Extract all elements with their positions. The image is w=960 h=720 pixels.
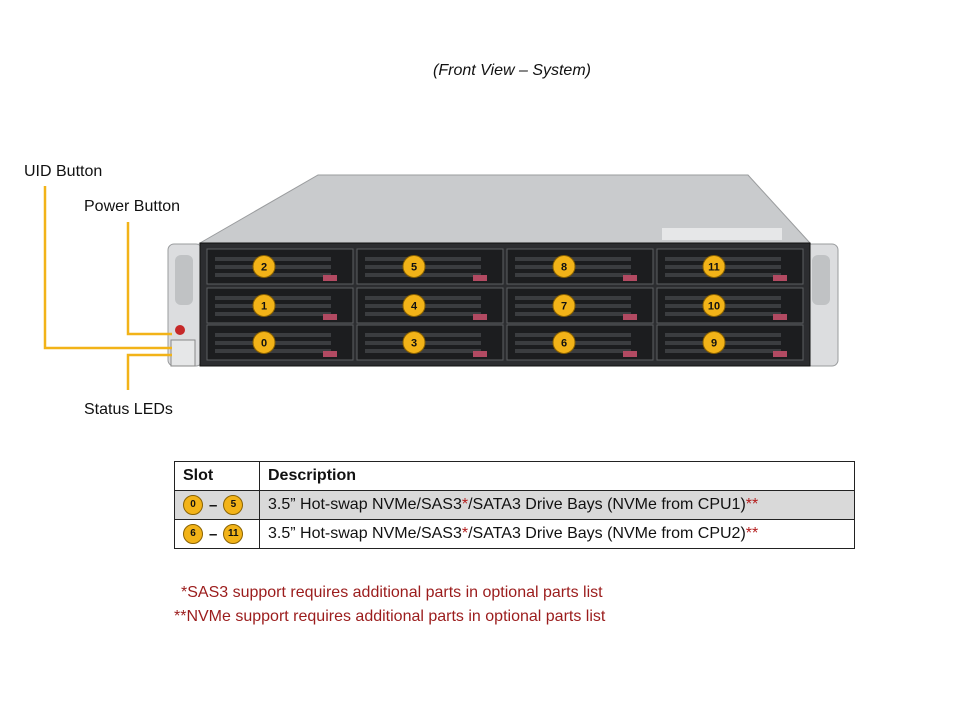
- drive-bay-number: 7: [561, 301, 567, 313]
- table-row: 0 – 5 3.5” Hot-swap NVMe/SAS3*/SATA3 Dri…: [174, 490, 855, 520]
- drive-bay-vent: [665, 333, 781, 337]
- power-button-icon: [175, 325, 185, 335]
- drive-bay-badge: [552, 331, 576, 354]
- drive-bay-number: 2: [261, 262, 267, 274]
- slot-badge: 0: [183, 495, 203, 515]
- drive-bay-latch: [623, 351, 637, 357]
- drive-bay-badge: [252, 294, 276, 317]
- drive-bay-vent: [365, 349, 481, 353]
- drive-bay-vent: [215, 273, 331, 277]
- drive-bay-badge: [702, 294, 726, 317]
- status-leds-label: Status LEDs: [84, 401, 173, 418]
- drive-bay-latch: [773, 351, 787, 357]
- drive-bay-vent: [365, 273, 481, 277]
- drive-bay-badge: [702, 255, 726, 278]
- footnote-nvme: **NVMe support requires additional parts…: [174, 608, 606, 625]
- drive-bay-vent: [665, 312, 781, 316]
- drive-bay-vent: [365, 296, 481, 300]
- drive-bay-latch: [323, 314, 337, 320]
- drive-bay-latch: [623, 275, 637, 281]
- power-callout-line: [126, 222, 172, 336]
- drive-bay-vent: [365, 333, 481, 337]
- drive-bay-number: 10: [708, 301, 720, 313]
- drive-bay-badge: [402, 255, 426, 278]
- drive-bay-number: 6: [561, 338, 567, 350]
- drive-bay-badge: [402, 294, 426, 317]
- slot-badge: 5: [223, 495, 244, 515]
- drive-bay-badge: [702, 331, 726, 354]
- drive-bay-latch: [323, 275, 337, 281]
- drive-bay-number: 0: [261, 338, 267, 350]
- drive-bay-vent: [665, 296, 781, 300]
- drive-bay-latch: [473, 351, 487, 357]
- drive-bay-vent: [515, 312, 631, 316]
- drive-bay-vent: [515, 257, 631, 261]
- drive-bay-number: 1: [261, 301, 267, 313]
- drive-bay-latch: [323, 351, 337, 357]
- drive-bay-number: 8: [561, 262, 567, 274]
- range-dash: –: [209, 496, 218, 514]
- description-header: Description: [259, 461, 855, 491]
- slot-range: 0 – 5: [183, 495, 251, 515]
- slot-table: Slot Description 0 – 5 3.5” Hot-swap NVM…: [174, 461, 855, 549]
- table-header-row: Slot Description: [174, 461, 855, 491]
- drive-bay-badge: [552, 255, 576, 278]
- drive-bay-badge: [252, 255, 276, 278]
- description-cell: 3.5” Hot-swap NVMe/SAS3*/SATA3 Drive Bay…: [259, 490, 855, 520]
- slot-badge: 6: [183, 524, 203, 544]
- drive-bay-latch: [473, 314, 487, 320]
- view-caption: (Front View – System): [433, 62, 591, 79]
- table-row: 6 – 11 3.5” Hot-swap NVMe/SAS3*/SATA3 Dr…: [174, 519, 855, 549]
- drive-bay-number: 3: [411, 338, 417, 350]
- drive-bay-vent: [215, 312, 331, 316]
- drive-bay-vent: [365, 312, 481, 316]
- drive-bay-vent: [665, 257, 781, 261]
- range-dash: –: [209, 525, 218, 543]
- status-callout-line: [126, 353, 172, 390]
- left-ear-handle: [175, 255, 193, 305]
- drive-bay-latch: [773, 314, 787, 320]
- drive-bay-number: 9: [711, 338, 717, 350]
- drive-bay-vent: [515, 273, 631, 277]
- chassis-label: [662, 228, 782, 240]
- drive-bay-badge: [252, 331, 276, 354]
- drive-bay-vent: [215, 257, 331, 261]
- slot-badge: 11: [223, 524, 244, 544]
- drive-bay-vent: [515, 349, 631, 353]
- drive-bay-vent: [215, 333, 331, 337]
- drive-bay-latch: [623, 314, 637, 320]
- drive-bay-badge: [402, 331, 426, 354]
- right-ear-handle: [812, 255, 830, 305]
- drive-bay-vent: [665, 349, 781, 353]
- drive-bay-number: 4: [411, 301, 418, 313]
- drive-bay-vent: [515, 333, 631, 337]
- status-led-panel: [170, 339, 196, 367]
- drive-bay-latch: [473, 275, 487, 281]
- drive-bay-number: 5: [411, 262, 417, 274]
- drive-bay-vent: [515, 296, 631, 300]
- drive-bay-number: 11: [708, 262, 720, 274]
- drive-bay-vent: [215, 296, 331, 300]
- uid-callout-line: [43, 186, 172, 350]
- drive-bay-vent: [215, 349, 331, 353]
- drive-bay-vent: [665, 273, 781, 277]
- slot-range: 6 – 11: [183, 524, 251, 544]
- drive-bay-latch: [773, 275, 787, 281]
- drive-bay-badge: [552, 294, 576, 317]
- drive-bay-vent: [365, 257, 481, 261]
- footnote-sas3: *SAS3 support requires additional parts …: [181, 584, 603, 601]
- uid-button-label: UID Button: [24, 163, 103, 180]
- slot-header: Slot: [174, 461, 260, 491]
- power-button-label: Power Button: [84, 198, 181, 215]
- description-cell: 3.5” Hot-swap NVMe/SAS3*/SATA3 Drive Bay…: [259, 519, 855, 549]
